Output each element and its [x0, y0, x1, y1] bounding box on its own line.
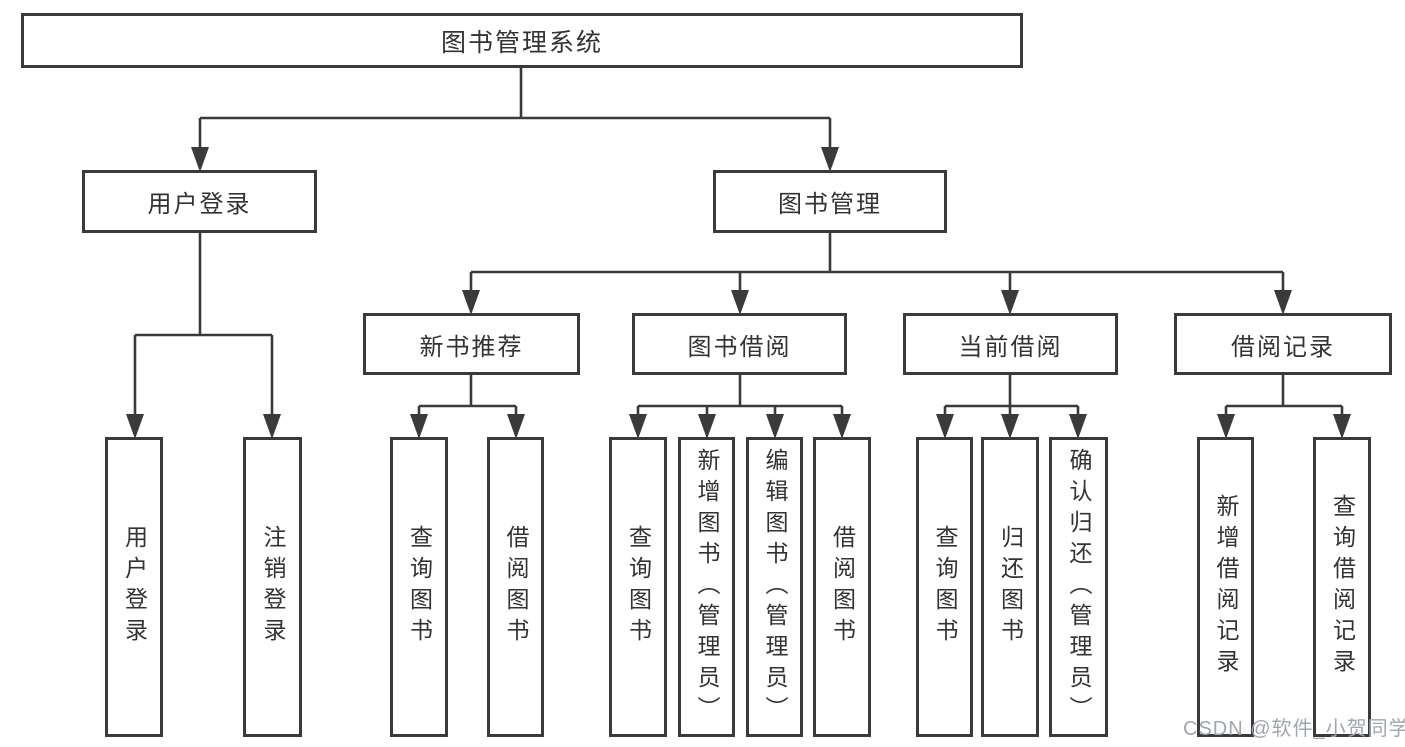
edge-root-to-level2: [191, 68, 839, 172]
leaf-current-return-label: 归还图书: [997, 525, 1024, 649]
leaf-newbooks-borrow: 借阅图书: [487, 437, 544, 737]
leaf-borrow-add-admin: 新增图书（管理员）: [678, 437, 735, 737]
node-book-management: 图书管理: [713, 170, 947, 233]
leaf-records-add: 新增借阅记录: [1197, 437, 1254, 737]
node-book-management-label: 图书管理: [778, 191, 882, 218]
node-system-root-label: 图书管理系统: [440, 28, 603, 57]
node-current-borrowing-label: 当前借阅: [958, 333, 1063, 361]
leaf-current-query-label: 查询图书: [932, 525, 958, 649]
leaf-user-login: 用户登录: [105, 437, 163, 737]
leaf-records-query-label: 查询借阅记录: [1329, 494, 1356, 680]
node-system-root: 图书管理系统: [21, 13, 1023, 68]
leaf-borrow-add-admin-label: 新增图书（管理员）: [694, 447, 720, 727]
edge-records-to-leaves: [1217, 375, 1351, 439]
leaf-newbooks-borrow-label: 借阅图书: [503, 525, 529, 649]
leaf-logout: 注销登录: [243, 437, 302, 737]
leaf-borrow-edit-admin-label: 编辑图书（管理员）: [762, 447, 788, 727]
node-book-borrowing-label: 图书借阅: [687, 333, 792, 361]
leaf-borrow-query-label: 查询图书: [625, 525, 652, 649]
node-borrowing-records: 借阅记录: [1174, 313, 1392, 375]
leaf-current-confirm-admin-label: 确认归还（管理员）: [1066, 447, 1092, 727]
leaf-newbooks-query-label: 查询图书: [406, 525, 433, 649]
csdn-watermark: CSDN @软件_小贺同学: [1183, 718, 1405, 740]
node-new-book-recommend-label: 新书推荐: [419, 333, 524, 361]
node-user-login: 用户登录: [82, 170, 317, 233]
node-user-login-label: 用户登录: [147, 191, 252, 218]
leaf-current-return: 归还图书: [981, 437, 1039, 737]
node-book-borrowing: 图书借阅: [632, 313, 847, 375]
edge-borrow-to-leaves: [629, 375, 851, 439]
leaf-records-query: 查询借阅记录: [1313, 437, 1371, 737]
leaf-user-login-label: 用户登录: [121, 525, 148, 649]
edge-current-to-leaves: [936, 375, 1087, 439]
leaf-current-query: 查询图书: [916, 437, 973, 737]
edge-newbooks-to-leaves: [410, 375, 525, 439]
leaf-borrow-query: 查询图书: [609, 437, 667, 737]
leaf-borrow-borrow-label: 借阅图书: [829, 525, 856, 649]
node-new-book-recommend: 新书推荐: [363, 313, 580, 375]
leaf-borrow-edit-admin: 编辑图书（管理员）: [746, 437, 803, 737]
leaf-current-confirm-admin: 确认归还（管理员）: [1049, 437, 1108, 737]
leaf-borrow-borrow: 借阅图书: [813, 437, 871, 737]
leaf-newbooks-query: 查询图书: [390, 437, 448, 737]
edge-login-to-leaves: [126, 233, 281, 439]
node-current-borrowing: 当前借阅: [903, 313, 1118, 375]
node-borrowing-records-label: 借阅记录: [1231, 333, 1335, 361]
edge-mgmt-to-level3: [462, 233, 1292, 315]
leaf-logout-label: 注销登录: [260, 525, 286, 649]
leaf-records-add-label: 新增借阅记录: [1213, 494, 1239, 680]
